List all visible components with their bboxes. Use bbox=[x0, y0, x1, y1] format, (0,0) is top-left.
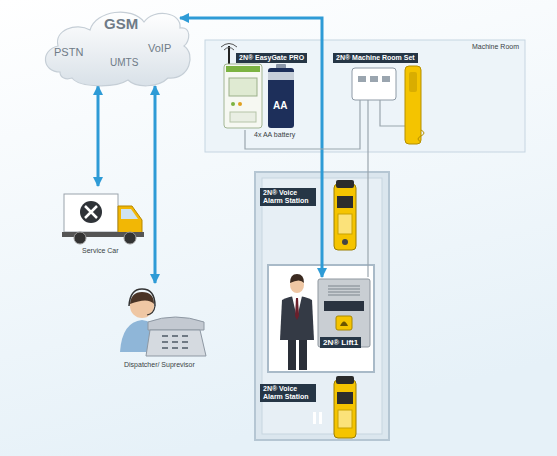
node-label: 2N® EasyGate PRO bbox=[236, 53, 307, 63]
leg bbox=[288, 336, 296, 370]
speaker-grill bbox=[328, 286, 360, 295]
device-strip bbox=[226, 66, 260, 72]
battery-note: 4x AA battery bbox=[254, 131, 295, 139]
tool-badge bbox=[80, 201, 102, 223]
node-label: 2N® Voice Alarm Station bbox=[260, 384, 316, 402]
service-truck bbox=[62, 194, 144, 244]
battery-body bbox=[268, 68, 294, 128]
device-case bbox=[224, 64, 262, 128]
service-car: Service Car bbox=[56, 186, 146, 258]
hair bbox=[130, 292, 154, 304]
antenna bbox=[228, 46, 230, 64]
phone-handset bbox=[409, 72, 417, 92]
machine-room-panel bbox=[205, 40, 525, 152]
phone-cord bbox=[418, 130, 424, 142]
node-label: UMTS bbox=[110, 57, 138, 69]
panel-display bbox=[324, 301, 364, 311]
truck-cargo bbox=[64, 194, 118, 232]
port bbox=[382, 76, 390, 82]
tool-symbol bbox=[85, 206, 97, 218]
voice-alarm-device bbox=[334, 376, 356, 438]
cloud-shape bbox=[45, 12, 190, 86]
leg bbox=[299, 336, 307, 370]
voice-alarm-device bbox=[334, 180, 356, 250]
node-label: Machine Room bbox=[472, 43, 519, 51]
port bbox=[370, 76, 378, 82]
tie bbox=[295, 298, 299, 320]
machine-room-set-device bbox=[352, 68, 396, 100]
antenna-waves bbox=[221, 44, 237, 51]
node-label: VoIP bbox=[148, 42, 171, 55]
node-label: 2N® Lift1 bbox=[320, 337, 361, 348]
bell-symbol bbox=[340, 322, 348, 327]
device-button bbox=[342, 239, 348, 245]
lift-car bbox=[268, 265, 374, 372]
dispatcher: Dispatcher/ Suprevisor bbox=[110, 283, 214, 372]
headset-mic bbox=[147, 306, 155, 315]
led bbox=[231, 102, 235, 106]
device-cap bbox=[336, 180, 354, 188]
truck-window bbox=[121, 209, 138, 219]
desk-phone-handset bbox=[148, 317, 204, 330]
desk-phone-base bbox=[146, 330, 206, 356]
connector bbox=[245, 100, 360, 149]
node-label: Dispatcher/ Suprevisor bbox=[124, 361, 195, 369]
battery bbox=[268, 64, 294, 128]
voice-alarm-station: 2N® Voice Alarm Station bbox=[260, 188, 318, 209]
wheel bbox=[124, 232, 136, 244]
led bbox=[238, 102, 242, 106]
battery-size: AA bbox=[273, 100, 287, 112]
machine-room-set: 2N® Machine Room Set bbox=[330, 52, 425, 100]
device-body bbox=[334, 380, 356, 438]
device-body bbox=[334, 184, 356, 250]
device-plate bbox=[337, 392, 353, 404]
alarm-button bbox=[336, 316, 352, 330]
phone-body bbox=[405, 66, 421, 144]
node-label: 2N® Machine Room Set bbox=[333, 53, 418, 63]
device-plate bbox=[337, 196, 353, 208]
device-speaker bbox=[338, 214, 352, 234]
battery-band bbox=[268, 72, 294, 80]
suit bbox=[280, 296, 314, 340]
device-box bbox=[352, 68, 396, 100]
connector bbox=[154, 86, 157, 283]
connector bbox=[97, 86, 100, 186]
shaft-mark bbox=[319, 412, 322, 424]
node-label: 2N® Voice Alarm Station bbox=[260, 188, 316, 206]
port bbox=[358, 76, 366, 82]
service-phone bbox=[405, 66, 424, 144]
easygate-device: 2N® EasyGate PRO bbox=[222, 52, 310, 130]
keypad bbox=[162, 336, 188, 348]
connector bbox=[180, 18, 322, 277]
connector bbox=[367, 100, 368, 277]
headset bbox=[129, 289, 155, 306]
device-cap bbox=[336, 376, 354, 384]
hair bbox=[290, 274, 304, 283]
device-screen bbox=[229, 78, 257, 96]
voice-alarm-station: 2N® Voice Alarm Station bbox=[260, 384, 318, 405]
device-speaker bbox=[338, 410, 352, 428]
machine-room: 2N® EasyGate PRO 2N® Machine Room Set Mach… bbox=[205, 40, 525, 152]
device-connector bbox=[230, 112, 256, 122]
dispatcher-figure bbox=[120, 289, 206, 356]
passenger bbox=[280, 274, 314, 370]
node-label: GSM bbox=[104, 15, 138, 32]
phone-wire bbox=[380, 100, 405, 126]
wheel bbox=[74, 232, 86, 244]
lift-panel: 2N® Lift1 bbox=[316, 277, 372, 351]
network-cloud: GSM PSTN UMTS VoIP bbox=[40, 2, 190, 86]
node-label: PSTN bbox=[54, 46, 83, 59]
shaft-mark bbox=[313, 412, 316, 424]
node-label: Service Car bbox=[82, 247, 119, 255]
truck-cab bbox=[118, 206, 142, 234]
